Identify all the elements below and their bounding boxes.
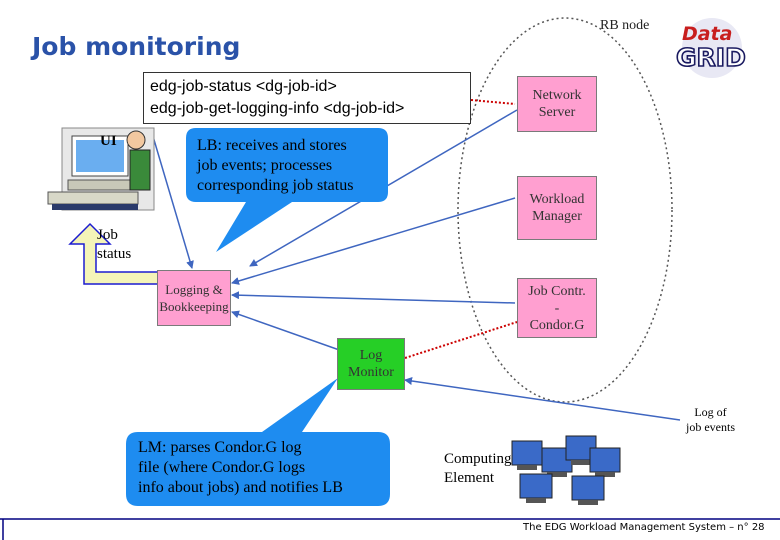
workload-manager-label: Workload: [529, 192, 585, 207]
network-server-label: Network: [532, 88, 582, 103]
red-link-cmd-to-ns: [470, 99, 516, 105]
logging-bookkeeping-label: Logging &: [165, 282, 223, 297]
job-controller-label: -: [554, 300, 560, 316]
lm-callout-line: info about jobs) and notifies LB: [138, 479, 343, 496]
job-controller-label: Condor.G: [529, 317, 585, 333]
red-link-lm-to-jc: [404, 321, 518, 359]
lb-callout-line: LB: receives and stores: [197, 137, 347, 154]
job-controller-label: Job Contr.: [528, 283, 586, 299]
computing-element-line: Computing: [444, 451, 512, 467]
logging-bookkeeping-label: Bookkeeping: [159, 299, 229, 314]
ui-computer-icon: [47, 127, 155, 211]
footer-text: The EDG Workload Management System – n° …: [523, 522, 765, 533]
job-status-label: Job status: [97, 226, 131, 264]
datagrid-logo: Data GRID: [675, 18, 747, 78]
job-status-line: Job: [97, 227, 118, 243]
arrow-ui-to-lb: [151, 132, 194, 269]
arrow-jc-to-lb: [231, 291, 516, 304]
slide-title: Job monitoring: [32, 32, 241, 61]
log-of-job-events-line: job events: [686, 420, 735, 434]
lb-callout-shape: [186, 128, 388, 252]
lm-callout-text: LM: parses Condor.G log file (where Cond…: [138, 438, 343, 498]
logo-grid-text: GRID: [676, 43, 746, 72]
computer-icon: [511, 440, 543, 470]
command-line-logging-info: edg-job-get-logging-info <dg-job-id>: [150, 100, 405, 117]
lm-callout-shape: [126, 378, 390, 506]
logging-bookkeeping-node: Logging & Bookkeeping: [157, 270, 231, 326]
computing-element-line: Element: [444, 470, 494, 486]
command-line-status: edg-job-status <dg-job-id>: [150, 78, 337, 95]
arrow-events-to-lm: [404, 377, 681, 421]
network-server-label: Server: [538, 105, 576, 120]
log-monitor-label: Monitor: [348, 365, 394, 380]
rb-node-label: RB node: [600, 18, 650, 33]
arrow-lm-to-lb: [231, 310, 346, 353]
lb-callout-text: LB: receives and stores job events; proc…: [197, 136, 353, 196]
lm-callout-line: file (where Condor.G logs: [138, 459, 306, 476]
computer-icon: [571, 475, 605, 505]
computer-icon: [519, 473, 553, 503]
lb-callout-line: corresponding job status: [197, 177, 354, 194]
job-controller-node: Job Contr.-Condor.G: [517, 278, 597, 338]
computing-element-icons: [511, 435, 621, 505]
workload-manager-label: Manager: [532, 209, 582, 224]
rb-node-boundary: [457, 17, 673, 403]
log-of-job-events-line: Log of: [694, 405, 727, 419]
arrow-wm-to-lb: [231, 197, 516, 285]
lm-callout-line: LM: parses Condor.G log: [138, 439, 302, 456]
command-box: edg-job-status <dg-job-id> edg-job-get-l…: [143, 72, 471, 124]
job-status-line: status: [97, 246, 132, 262]
ui-label: UI: [100, 133, 117, 149]
computer-icon: [589, 447, 621, 477]
computing-element-label: Computing Element: [444, 450, 512, 488]
log-of-job-events-label: Log of job events: [686, 405, 735, 435]
log-monitor-label: Log: [359, 348, 383, 363]
lb-callout-line: job events; processes: [197, 157, 333, 174]
logo-data-text: Data: [682, 23, 733, 45]
job-status-arrow: [68, 222, 166, 285]
